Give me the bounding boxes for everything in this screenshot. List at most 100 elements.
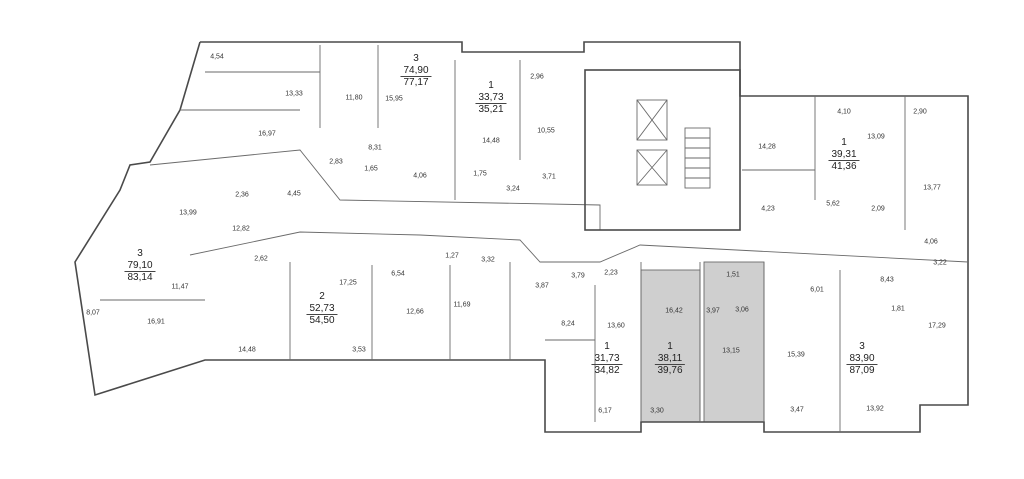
apartment-rooms: 1: [488, 80, 494, 91]
apartment-rooms: 2: [319, 291, 325, 302]
room-area-label: 3,32: [481, 256, 495, 264]
room-area-label: 2,36: [235, 191, 249, 199]
apartment-area-total: 41,36: [831, 161, 857, 172]
room-area-label: 4,45: [287, 190, 301, 198]
room-area-label: 14,48: [482, 137, 500, 145]
apartment-area-living: 33,73: [475, 92, 507, 104]
room-area-label: 10,55: [537, 127, 555, 135]
lift-core: [584, 69, 741, 231]
room-area-label: 8,24: [561, 320, 575, 328]
room-area-label: 15,39: [787, 351, 805, 359]
apartment-area-living: 39,31: [828, 149, 860, 161]
lift-shaft-1: [636, 99, 668, 141]
apartment-rooms: 3: [137, 248, 143, 259]
apartment-rooms: 1: [604, 341, 610, 352]
room-area-label: 14,48: [238, 346, 256, 354]
apartment-rooms: 1: [841, 137, 847, 148]
room-area-label: 4,23: [761, 205, 775, 213]
room-area-label: 3,87: [535, 282, 549, 290]
room-area-label: 8,31: [368, 144, 382, 152]
room-area-label: 11,69: [453, 301, 471, 309]
apartment-area-living: 52,73: [306, 303, 338, 315]
apartment-area-total: 83,14: [127, 272, 153, 283]
lift-shaft-2: [636, 149, 668, 186]
apartment-area-living: 74,90: [400, 65, 432, 77]
room-area-label: 8,07: [86, 309, 100, 317]
apartment-label[interactable]: 1 31,73 34,82: [591, 341, 623, 377]
room-area-label: 11,80: [345, 94, 363, 102]
room-area-label: 16,42: [665, 307, 683, 315]
room-area-label: 1,65: [364, 165, 378, 173]
selected-apartment-highlight-2: [703, 261, 765, 423]
room-area-label: 4,54: [210, 53, 224, 61]
apartment-area-total: 87,09: [849, 365, 875, 376]
apartment-label[interactable]: 2 52,73 54,50: [306, 291, 338, 327]
room-area-label: 2,83: [329, 158, 343, 166]
apartment-label[interactable]: 3 74,90 77,17: [400, 53, 432, 89]
room-area-label: 1,51: [726, 271, 740, 279]
room-area-label: 11,47: [171, 283, 189, 291]
room-area-label: 3,79: [571, 272, 585, 280]
room-area-label: 15,95: [385, 95, 403, 103]
room-area-label: 4,10: [837, 108, 851, 116]
room-area-label: 13,77: [923, 184, 941, 192]
apartment-area-total: 35,21: [478, 104, 504, 115]
room-area-label: 3,06: [735, 306, 749, 314]
room-area-label: 2,23: [604, 269, 618, 277]
apartment-rooms: 3: [413, 53, 419, 64]
room-area-label: 1,75: [473, 170, 487, 178]
room-area-label: 17,25: [339, 279, 357, 287]
apartment-area-living: 38,11: [654, 353, 686, 365]
room-area-label: 3,30: [650, 407, 664, 415]
room-area-label: 13,15: [722, 347, 740, 355]
room-area-label: 3,97: [706, 307, 720, 315]
room-area-label: 1,27: [445, 252, 459, 260]
apartment-label[interactable]: 3 83,90 87,09: [846, 341, 878, 377]
room-area-label: 17,29: [928, 322, 946, 330]
apartment-area-total: 77,17: [403, 77, 429, 88]
apartment-area-total: 34,82: [594, 365, 620, 376]
apartment-area-total: 54,50: [309, 315, 335, 326]
room-area-label: 13,60: [607, 322, 625, 330]
room-area-label: 3,53: [352, 346, 366, 354]
room-area-label: 13,33: [285, 90, 303, 98]
apartment-label[interactable]: 1 33,73 35,21: [475, 80, 507, 116]
room-area-label: 4,06: [924, 238, 938, 246]
apartment-label[interactable]: 3 79,10 83,14: [124, 248, 156, 284]
room-area-label: 3,22: [933, 259, 947, 267]
room-area-label: 16,91: [147, 318, 165, 326]
room-area-label: 6,54: [391, 270, 405, 278]
apartment-rooms: 1: [667, 341, 673, 352]
outer-wall: [74, 41, 969, 433]
apartment-area-living: 83,90: [846, 353, 878, 365]
apartment-rooms: 3: [859, 341, 865, 352]
room-area-label: 14,28: [758, 143, 776, 151]
apartment-area-living: 79,10: [124, 260, 156, 272]
room-area-label: 13,92: [866, 405, 884, 413]
room-area-label: 12,82: [232, 225, 250, 233]
room-area-label: 3,71: [542, 173, 556, 181]
corridor-lower: [189, 231, 969, 263]
selected-apartment-highlight: [640, 269, 701, 423]
apartment-label[interactable]: 1 39,31 41,36: [828, 137, 860, 173]
room-area-label: 2,62: [254, 255, 268, 263]
room-area-label: 6,01: [810, 286, 824, 294]
room-area-label: 2,96: [530, 73, 544, 81]
room-area-label: 2,90: [913, 108, 927, 116]
apartment-area-living: 31,73: [591, 353, 623, 365]
room-area-label: 13,99: [179, 209, 197, 217]
room-area-label: 16,97: [258, 130, 276, 138]
room-area-label: 2,09: [871, 205, 885, 213]
apartment-label[interactable]: 1 38,11 39,76: [654, 341, 686, 377]
room-area-label: 12,66: [406, 308, 424, 316]
room-area-label: 5,62: [826, 200, 840, 208]
room-area-label: 4,06: [413, 172, 427, 180]
room-area-label: 8,43: [880, 276, 894, 284]
room-area-label: 3,24: [506, 185, 520, 193]
apartment-area-total: 39,76: [657, 365, 683, 376]
room-area-label: 6,17: [598, 407, 612, 415]
corridor-upper: [149, 149, 601, 230]
room-area-label: 13,09: [867, 133, 885, 141]
